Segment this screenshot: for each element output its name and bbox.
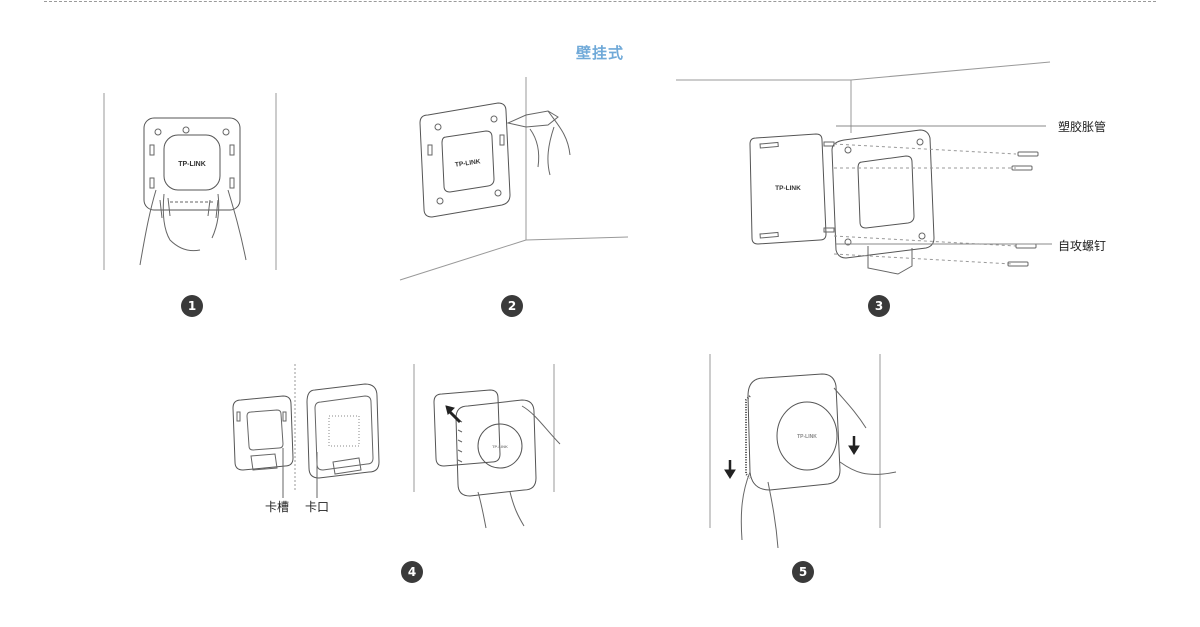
- step-3-logo: TP-LINK: [775, 185, 801, 192]
- step-3-screw-label: 自攻螺钉: [1058, 239, 1107, 253]
- step-4-badge: 4: [401, 561, 423, 583]
- top-dashed-rule: [44, 1, 1156, 2]
- step-2-badge: 2: [501, 295, 523, 317]
- step-1-logo: TP-LINK: [178, 161, 206, 168]
- step-1-illustration: TP-LINK: [100, 90, 280, 275]
- step-4-device-print: TP-LINK: [492, 444, 508, 449]
- step-2-illustration: TP-LINK: [398, 75, 638, 285]
- step-4-left-illustration: [225, 360, 395, 500]
- step-5-badge: 5: [792, 561, 814, 583]
- step-4-slot-label: 卡槽: [265, 500, 290, 514]
- step-2-logo: TP-LINK: [455, 158, 482, 169]
- page-title: 壁挂式: [575, 44, 624, 62]
- step-4-clip-label: 卡口: [305, 500, 330, 514]
- step-5-device-print: TP-LINK: [797, 434, 817, 440]
- step-3-anchor-label: 塑胶胀管: [1058, 120, 1107, 134]
- step-3-illustration: TP-LINK: [676, 58, 1056, 288]
- step-3-badge: 3: [868, 295, 890, 317]
- step-4-right-illustration: TP-LINK: [410, 360, 570, 530]
- step-1-badge: 1: [181, 295, 203, 317]
- step-5-illustration: TP-LINK: [706, 352, 916, 552]
